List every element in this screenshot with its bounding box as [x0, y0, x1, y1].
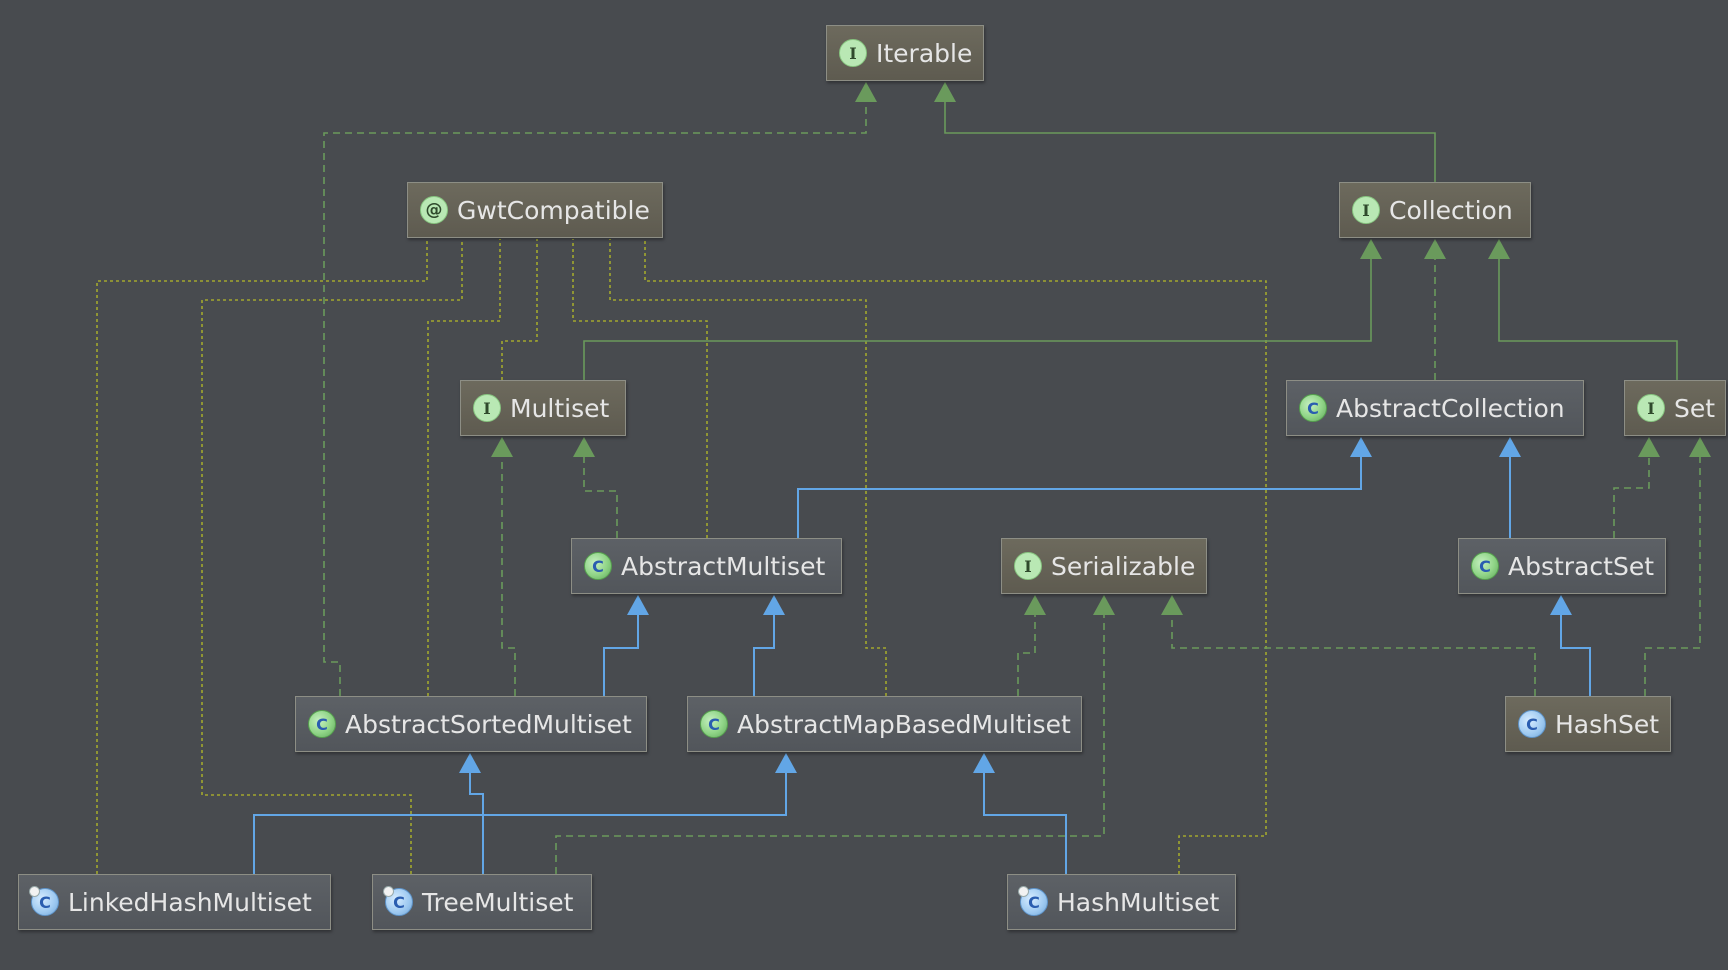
arrowhead-absset-to-set: [1638, 437, 1660, 457]
node-hashset[interactable]: C HashSet: [1505, 696, 1671, 752]
interface-icon: I: [1352, 196, 1380, 224]
node-label: LinkedHashMultiset: [68, 887, 312, 917]
node-label: AbstractSortedMultiset: [345, 709, 632, 739]
node-label: Serializable: [1051, 551, 1196, 581]
node-label: AbstractCollection: [1336, 393, 1565, 423]
edge-absmap-to-absmulti: [753, 613, 775, 696]
interface-icon: I: [473, 394, 501, 422]
edge-hashset-to-absset: [1560, 613, 1591, 696]
arrowhead-collection-to-iterable: [934, 82, 956, 102]
final-class-icon: C: [383, 886, 413, 916]
interface-icon: I: [839, 39, 867, 67]
node-label: AbstractSet: [1508, 551, 1654, 581]
node-treemultiset[interactable]: C TreeMultiset: [372, 874, 592, 930]
edge-tree-to-serial: [555, 613, 1105, 874]
arrowhead-hashset-to-serial: [1161, 595, 1183, 615]
arrowhead-absmap-to-serial: [1024, 595, 1046, 615]
edge-absmap-to-serial: [1017, 613, 1036, 696]
annotation-icon: @: [420, 196, 448, 224]
arrowhead-hashset-to-absset: [1550, 595, 1572, 615]
edge-abssorted-to-gwt: [427, 239, 501, 696]
interface-icon: I: [1637, 394, 1665, 422]
node-abstractmapbasedmultiset[interactable]: C AbstractMapBasedMultiset: [687, 696, 1082, 752]
interface-icon: I: [1014, 552, 1042, 580]
edge-collection-to-iterable: [944, 100, 1436, 182]
final-class-icon: C: [29, 886, 59, 916]
node-linkedhashmultiset[interactable]: C LinkedHashMultiset: [18, 874, 331, 930]
arrowhead-absmulti-to-multiset: [573, 437, 595, 457]
edge-hashset-to-set: [1644, 455, 1701, 696]
node-label: GwtCompatible: [457, 195, 650, 225]
edge-hashset-to-serial: [1171, 613, 1536, 696]
edge-hashmulti-to-absmap: [983, 771, 1067, 874]
node-label: AbstractMultiset: [621, 551, 826, 581]
arrowhead-hashset-to-set: [1689, 437, 1711, 457]
arrowhead-abssorted-to-absmulti: [627, 595, 649, 615]
class-icon: C: [1518, 710, 1546, 738]
edge-absmap-to-gwt: [609, 239, 887, 696]
arrowhead-absmulti-to-abscoll: [1350, 437, 1372, 457]
arrowhead-hashmulti-to-absmap: [973, 753, 995, 773]
edge-multiset-to-gwt: [501, 239, 538, 380]
edge-hashmulti-to-gwt: [644, 239, 1267, 874]
node-label: Iterable: [876, 38, 973, 68]
edge-linked-to-absmap: [253, 771, 787, 874]
edge-tree-to-gwt: [201, 239, 463, 874]
edge-absset-to-set: [1613, 455, 1650, 538]
abstract-class-icon: C: [308, 710, 336, 738]
edge-abssorted-to-absmulti: [603, 613, 639, 696]
arrowhead-tree-to-abssorted: [459, 753, 481, 773]
arrowhead-set-to-collection: [1488, 239, 1510, 259]
edge-set-to-collection: [1498, 257, 1678, 380]
abstract-class-icon: C: [1471, 552, 1499, 580]
node-serializable[interactable]: I Serializable: [1001, 538, 1207, 594]
node-abstractcollection[interactable]: C AbstractCollection: [1286, 380, 1584, 436]
node-multiset[interactable]: I Multiset: [460, 380, 626, 436]
abstract-class-icon: C: [584, 552, 612, 580]
edge-absmulti-to-gwt: [572, 239, 708, 538]
node-collection[interactable]: I Collection: [1339, 182, 1531, 238]
edge-absmulti-to-multiset: [583, 455, 618, 538]
node-hashmultiset[interactable]: C HashMultiset: [1007, 874, 1236, 930]
final-class-icon: C: [1018, 886, 1048, 916]
arrowhead-abssorted-to-multiset: [491, 437, 513, 457]
node-label: AbstractMapBasedMultiset: [737, 709, 1071, 739]
edge-absmulti-to-abscoll: [797, 455, 1362, 538]
node-label: HashSet: [1555, 709, 1660, 739]
arrowhead-abscoll-to-collection: [1424, 239, 1446, 259]
arrowhead-abssorted-to-iterable: [855, 82, 877, 102]
node-label: Collection: [1389, 195, 1513, 225]
arrowhead-absmap-to-absmulti: [763, 595, 785, 615]
arrowhead-absset-to-abscoll: [1499, 437, 1521, 457]
node-label: HashMultiset: [1057, 887, 1220, 917]
node-label: Multiset: [510, 393, 610, 423]
node-abstractset[interactable]: C AbstractSet: [1458, 538, 1666, 594]
edge-abssorted-to-multiset: [501, 455, 516, 696]
edge-tree-to-abssorted: [469, 771, 484, 874]
arrowhead-linked-to-absmap: [775, 753, 797, 773]
edge-multiset-to-collection: [583, 257, 1372, 380]
arrowhead-multiset-to-collection: [1360, 239, 1382, 259]
node-abstractmultiset[interactable]: C AbstractMultiset: [571, 538, 842, 594]
node-label: Set: [1674, 393, 1716, 423]
node-abstractsortedmultiset[interactable]: C AbstractSortedMultiset: [295, 696, 647, 752]
node-label: TreeMultiset: [422, 887, 574, 917]
edge-abssorted-to-iterable: [323, 100, 867, 696]
node-set[interactable]: I Set: [1624, 380, 1726, 436]
node-gwtcompatible[interactable]: @ GwtCompatible: [407, 182, 663, 238]
edge-linked-to-gwt: [96, 239, 428, 874]
node-iterable[interactable]: I Iterable: [826, 25, 984, 81]
arrowhead-tree-to-serial: [1093, 595, 1115, 615]
abstract-class-icon: C: [700, 710, 728, 738]
abstract-class-icon: C: [1299, 394, 1327, 422]
